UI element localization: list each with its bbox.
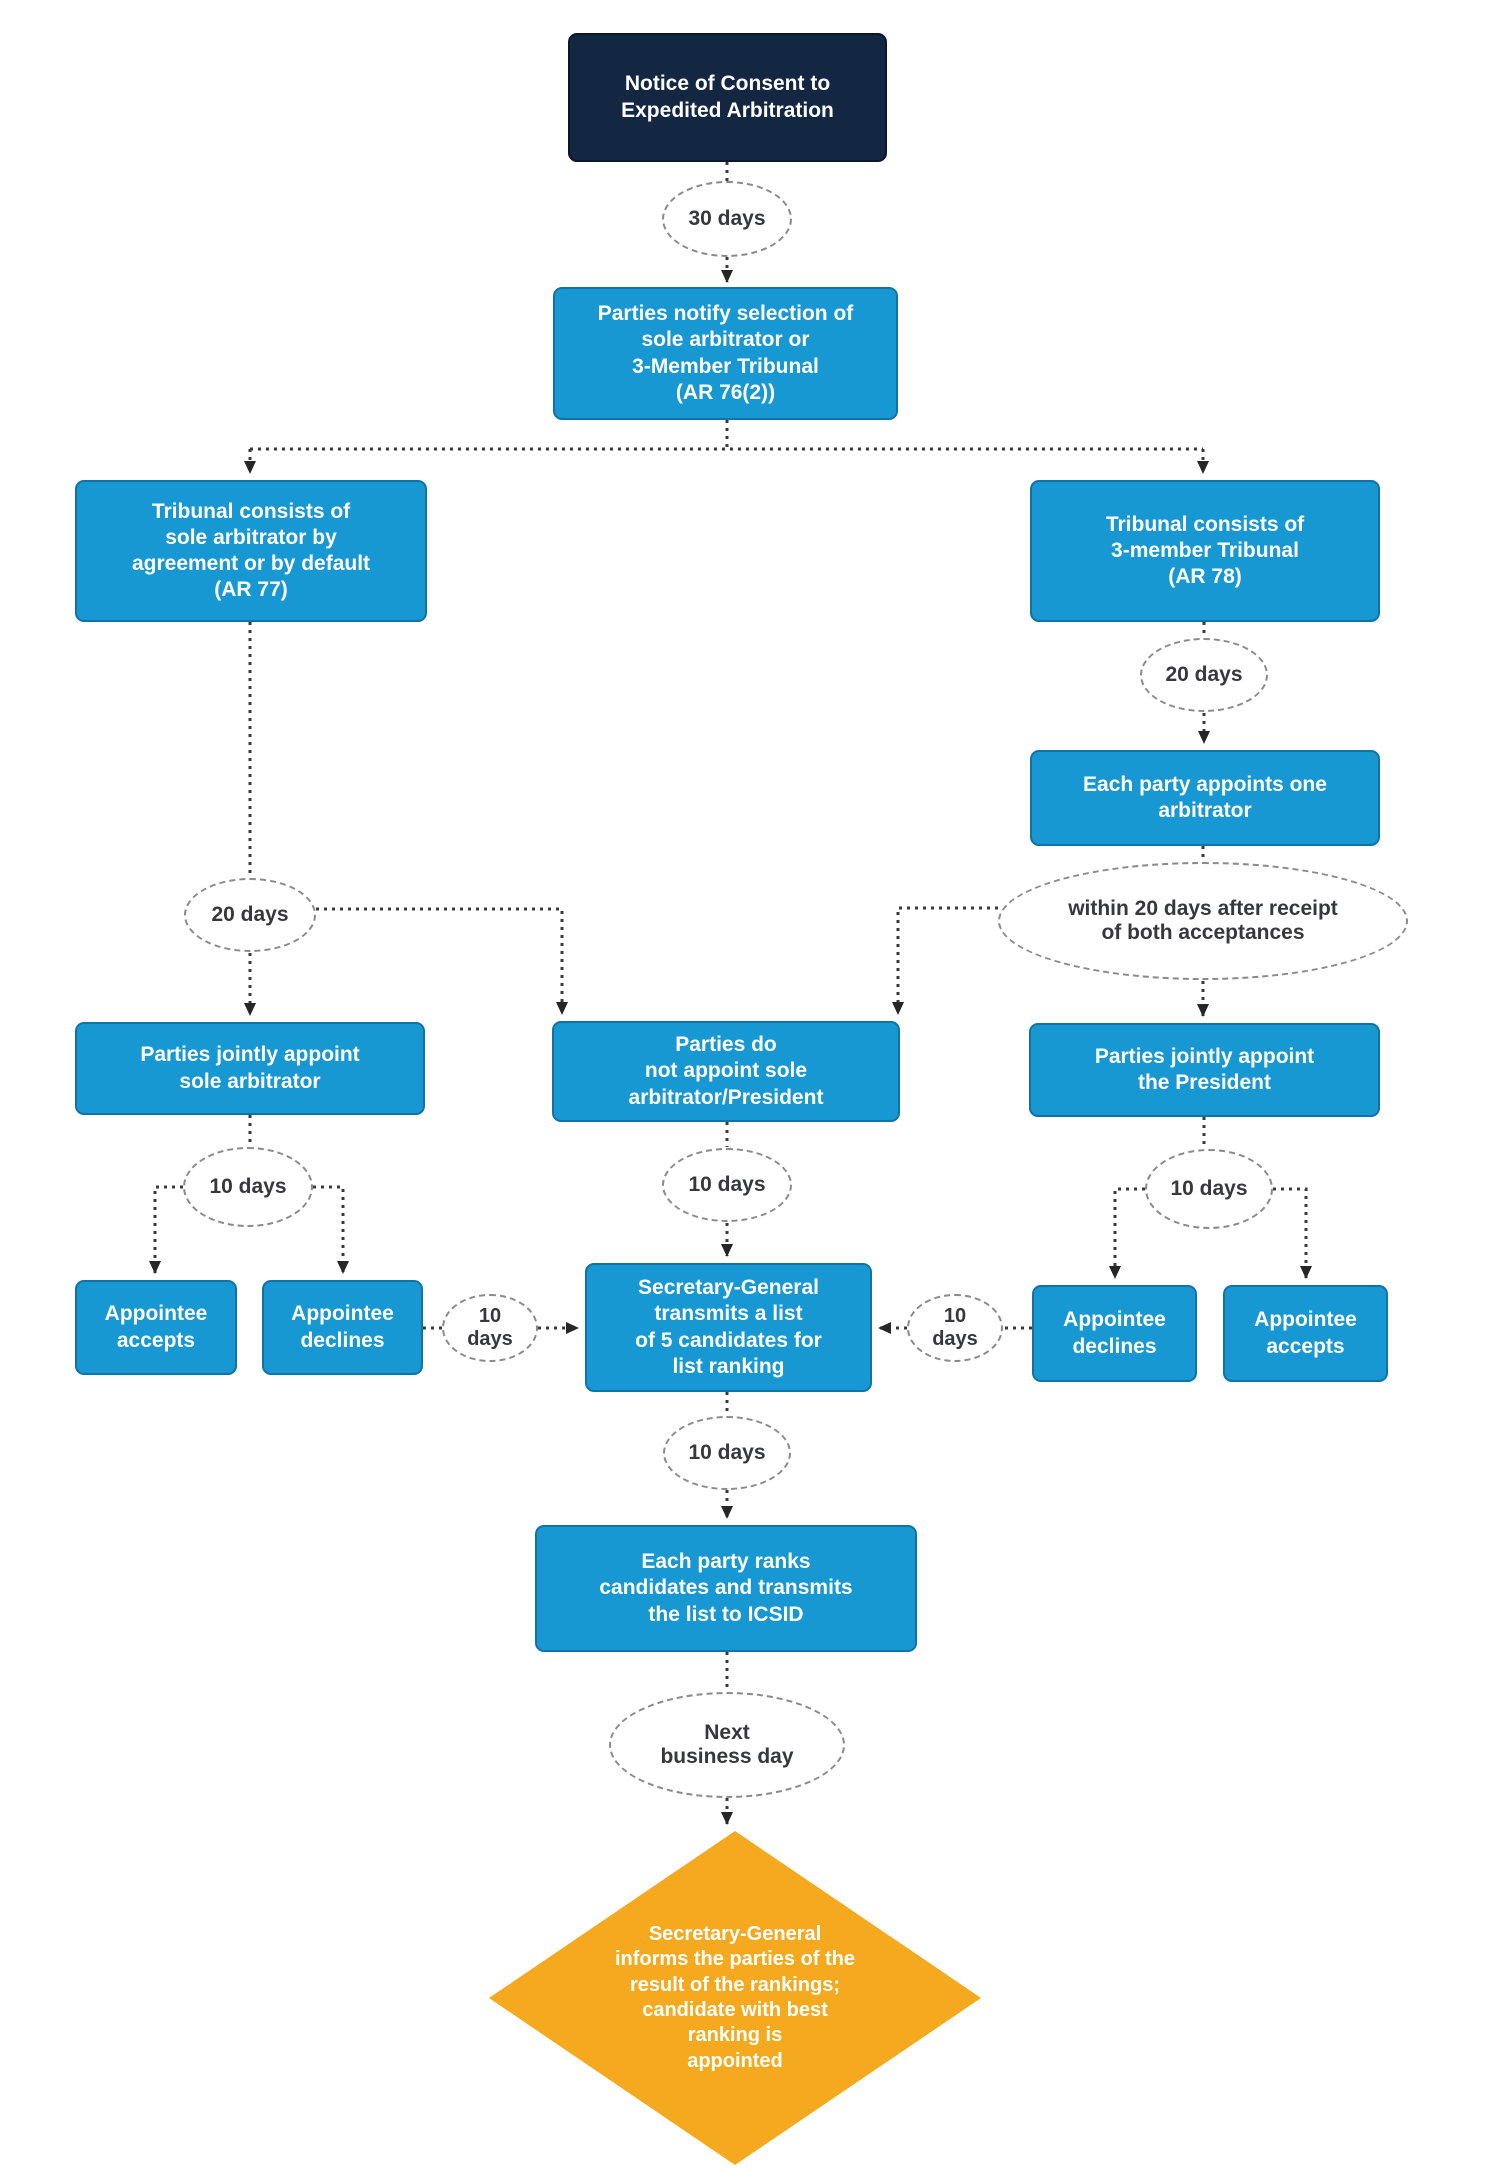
timer-label: 20 days xyxy=(211,902,289,926)
node-label: Parties do not appoint sole arbitrator/P… xyxy=(628,1033,824,1109)
node-jointly-appoint-sole: Parties jointly appoint sole arbitrator xyxy=(75,1022,425,1115)
edge-10days-to-declines-right xyxy=(1109,1187,1145,1279)
timer-30-days: 30 days xyxy=(662,181,792,257)
node-sg-transmits-list: Secretary-General transmits a list of 5 … xyxy=(585,1263,872,1392)
timer-10-days-small-left: 10 days xyxy=(442,1294,538,1362)
node-tribunal-3member: Tribunal consists of 3-member Tribunal (… xyxy=(1030,480,1380,622)
timer-label: 10 days xyxy=(688,1440,766,1464)
timer-10-days-small-right: 10 days xyxy=(907,1294,1003,1362)
timer-20-days-right: 20 days xyxy=(1140,638,1268,712)
edge-10days-to-accepts-left xyxy=(149,1185,183,1274)
node-label: Parties jointly appoint the President xyxy=(1094,1044,1315,1094)
timer-label: 30 days xyxy=(688,206,766,230)
node-label: Notice of Consent to Expedited Arbitrati… xyxy=(621,72,834,122)
node-label: Secretary-General transmits a list of 5 … xyxy=(635,1276,822,1378)
node-each-party-ranks: Each party ranks candidates and transmit… xyxy=(535,1525,917,1652)
node-label: Each party ranks candidates and transmit… xyxy=(599,1550,853,1626)
node-tribunal-sole-arbitrator: Tribunal consists of sole arbitrator by … xyxy=(75,480,427,622)
timer-label: 10 days xyxy=(209,1174,287,1198)
node-notice-of-consent: Notice of Consent to Expedited Arbitrati… xyxy=(568,33,887,162)
timer-20-days-left: 20 days xyxy=(184,878,316,952)
node-label: Each party appoints one arbitrator xyxy=(1083,772,1327,822)
edge-within20-to-do-not-appoint xyxy=(892,906,998,1015)
timer-label: 20 days xyxy=(1165,662,1243,686)
node-appointee-declines-left: Appointee declines xyxy=(262,1280,423,1375)
node-label: Secretary-General informs the parties of… xyxy=(614,1922,856,2072)
node-label: Appointee accepts xyxy=(1254,1308,1357,1358)
timer-label: 10 days xyxy=(932,1305,978,1350)
timer-label: Next business day xyxy=(660,1720,794,1768)
timer-label: 10 days xyxy=(688,1172,766,1196)
node-appointee-accepts-left: Appointee accepts xyxy=(75,1280,237,1375)
timer-10-days-mid: 10 days xyxy=(662,1148,792,1222)
node-label: Tribunal consists of 3-member Tribunal (… xyxy=(1105,512,1305,589)
timer-within-20-days: within 20 days after receipt of both acc… xyxy=(998,862,1408,980)
node-each-party-appoints: Each party appoints one arbitrator xyxy=(1030,750,1380,846)
node-label: Tribunal consists of sole arbitrator by … xyxy=(131,499,371,602)
node-label: Appointee declines xyxy=(1063,1308,1166,1358)
node-label: Appointee accepts xyxy=(104,1302,208,1352)
edge-10days-to-accepts-right xyxy=(1273,1187,1312,1279)
node-do-not-appoint: Parties do not appoint sole arbitrator/P… xyxy=(552,1021,900,1122)
timer-label: 10 days xyxy=(467,1305,513,1350)
node-appointee-accepts-right: Appointee accepts xyxy=(1223,1285,1388,1382)
timer-label: within 20 days after receipt of both acc… xyxy=(1068,896,1338,944)
node-label: Parties jointly appoint sole arbitrator xyxy=(140,1043,360,1093)
timer-10-days-bottom: 10 days xyxy=(663,1416,791,1490)
node-jointly-appoint-president: Parties jointly appoint the President xyxy=(1029,1023,1380,1117)
node-appointee-declines-right: Appointee declines xyxy=(1032,1285,1197,1382)
timer-10-days-right: 10 days xyxy=(1145,1149,1273,1229)
timer-next-business-day: Next business day xyxy=(609,1692,845,1798)
timer-10-days-left: 10 days xyxy=(183,1147,313,1227)
node-label: Parties notify selection of sole arbitra… xyxy=(597,302,854,404)
edge-20days-to-do-not-appoint xyxy=(316,907,568,1015)
node-label: Appointee declines xyxy=(291,1302,394,1352)
timer-label: 10 days xyxy=(1170,1176,1248,1200)
node-notify-selection: Parties notify selection of sole arbitra… xyxy=(553,287,898,420)
edge-10days-to-declines-left xyxy=(313,1185,349,1274)
